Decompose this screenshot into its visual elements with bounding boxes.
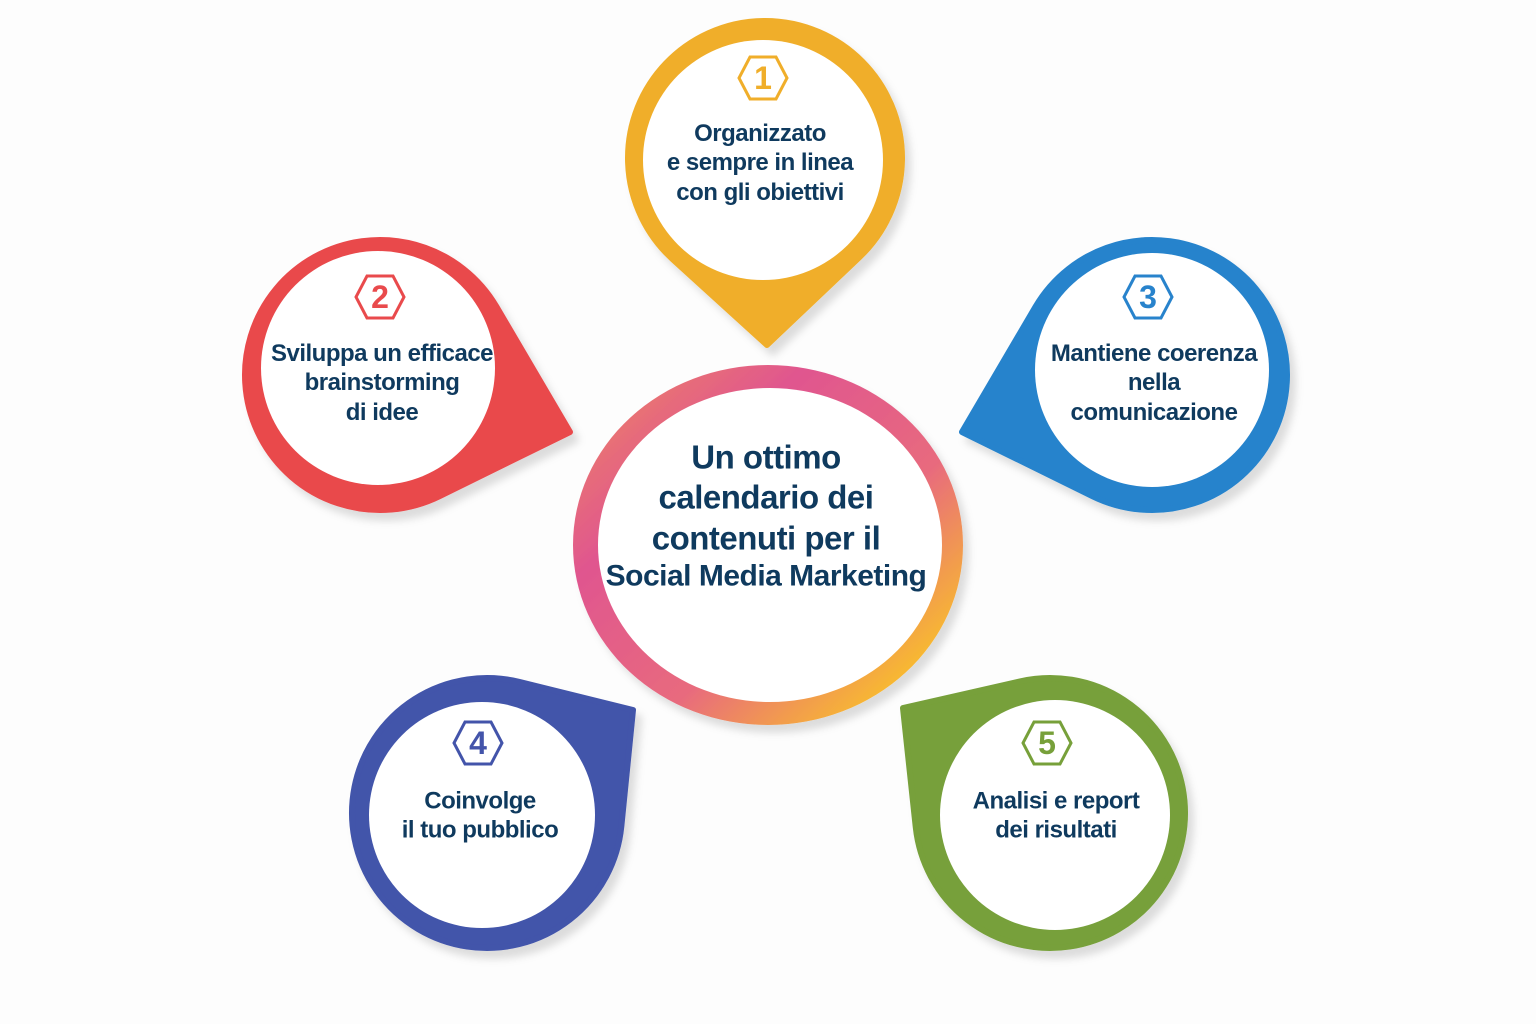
hexagon-icon xyxy=(452,720,504,766)
step-number: 5 xyxy=(1038,725,1056,761)
center-circle xyxy=(573,365,963,725)
step-number: 2 xyxy=(371,279,389,315)
pin-text-line: Mantiene coerenza xyxy=(1050,340,1258,368)
step-number: 3 xyxy=(1139,279,1157,315)
pin-text-line: dei risultati xyxy=(995,817,1117,844)
pin-5 xyxy=(900,675,1188,951)
pin-text-line: nella xyxy=(1127,369,1181,397)
pin-text-line: con gli obiettivi xyxy=(676,178,844,206)
hexagon-icon xyxy=(1021,720,1073,766)
pin-4 xyxy=(349,675,636,951)
center-title-line: contenuti per il xyxy=(651,518,881,556)
number-hexagon-badge: 2 xyxy=(354,274,406,320)
pin-2 xyxy=(242,237,573,513)
center-title-line: Un ottimo xyxy=(691,438,841,476)
pin-inner-circle xyxy=(643,40,883,280)
center-title: Un ottimo calendario dei contenuti per i… xyxy=(606,437,927,594)
pin-inner-circle xyxy=(940,700,1170,930)
pin-text-line: e sempre in linea xyxy=(666,149,854,177)
step-number: 4 xyxy=(469,725,487,761)
center-title-line: calendario dei xyxy=(658,478,874,516)
pin-text-line: Analisi e report xyxy=(972,787,1140,815)
pin-text-line: brainstorming xyxy=(304,369,460,397)
pin-text-line: di idee xyxy=(345,398,419,426)
pin-inner-circle xyxy=(1035,253,1269,487)
step-number: 1 xyxy=(754,60,772,96)
pin-inner-circle xyxy=(369,702,595,928)
hexagon-icon xyxy=(1122,274,1174,320)
pin-text-line: il tuo pubblico xyxy=(401,817,559,844)
center-title-line: Social Media Marketing xyxy=(605,559,927,593)
pin-text-line: comunicazione xyxy=(1070,398,1238,426)
number-hexagon-badge: 1 xyxy=(737,55,789,101)
pin-text-line: Organizzato xyxy=(694,120,826,148)
pin-text-line: Sviluppa un efficace xyxy=(270,340,494,368)
number-hexagon-badge: 4 xyxy=(452,720,504,766)
pin-inner-circle xyxy=(261,251,495,485)
hexagon-icon xyxy=(737,55,789,101)
pin-text-line: Coinvolge xyxy=(424,787,536,815)
pin-3 xyxy=(959,237,1290,513)
pin-1 xyxy=(625,18,905,348)
number-hexagon-badge: 5 xyxy=(1021,720,1073,766)
hexagon-icon xyxy=(354,274,406,320)
number-hexagon-badge: 3 xyxy=(1122,274,1174,320)
